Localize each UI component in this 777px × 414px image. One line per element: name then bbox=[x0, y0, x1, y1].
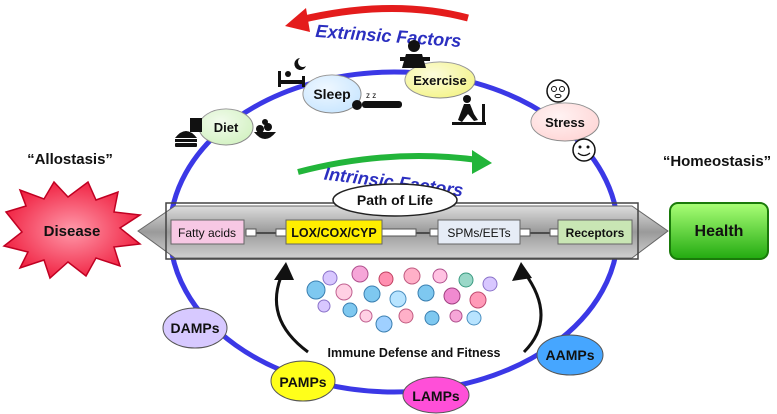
lamps-oval bbox=[402, 376, 470, 414]
extrinsic-title: Extrinsic Factors bbox=[315, 21, 462, 51]
lox-cox-cyp-box bbox=[285, 219, 383, 245]
stress-label: Stress bbox=[545, 115, 585, 130]
extrinsic-arrowhead bbox=[285, 8, 310, 32]
exercise-label: Exercise bbox=[413, 73, 467, 88]
pamps-oval bbox=[270, 360, 336, 402]
exercise-oval-shine bbox=[405, 62, 475, 98]
lamps-label: LAMPs bbox=[412, 388, 460, 404]
treadmill-runner-icon bbox=[452, 95, 486, 125]
damps-label: DAMPs bbox=[170, 320, 219, 336]
pamps-label: PAMPs bbox=[279, 374, 326, 390]
worried-face-icon bbox=[546, 79, 570, 103]
bed-moon-icon bbox=[278, 58, 306, 87]
sleeping-person-icon: z z bbox=[352, 91, 402, 110]
spms-eets-box bbox=[437, 219, 521, 245]
fatty-acids-box bbox=[170, 219, 245, 245]
smiley-face-icon bbox=[572, 138, 596, 162]
left-curved-arrow bbox=[274, 271, 309, 354]
allostasis-label: “Allostasis” bbox=[27, 151, 113, 168]
immune-cells-cluster bbox=[306, 265, 498, 333]
spms-eets-label: SPMs/EETs bbox=[447, 226, 510, 240]
right-curved-arrowhead bbox=[512, 262, 532, 281]
sleep-oval-shine bbox=[303, 75, 361, 113]
diet-oval-shine bbox=[199, 109, 253, 145]
weightlifter-icon bbox=[400, 40, 430, 68]
path-connector bbox=[275, 228, 287, 237]
stress-oval-shine bbox=[531, 103, 599, 141]
diet-label: Diet bbox=[214, 120, 239, 135]
extrinsic-arrow bbox=[299, 5, 469, 24]
burger-icon bbox=[175, 118, 202, 147]
fatty-acids-label: Fatty acids bbox=[178, 226, 236, 240]
health-box bbox=[669, 202, 769, 260]
path-connector bbox=[519, 228, 531, 237]
path-connector bbox=[379, 228, 417, 237]
aamps-oval bbox=[536, 334, 604, 376]
path-of-life-label: Path of Life bbox=[357, 192, 433, 208]
damps-oval bbox=[162, 307, 228, 349]
disease-label: Disease bbox=[44, 223, 101, 240]
intrinsic-arrow bbox=[297, 153, 479, 175]
left-curved-arrowhead bbox=[274, 262, 294, 280]
path-of-life-oval bbox=[332, 183, 458, 217]
health-label: Health bbox=[695, 223, 744, 240]
path-connector bbox=[245, 228, 257, 237]
disease-starburst bbox=[2, 180, 143, 280]
sleep-label: Sleep bbox=[313, 86, 350, 102]
receptors-label: Receptors bbox=[566, 226, 625, 240]
lox-cox-cyp-label: LOX/COX/CYP bbox=[291, 226, 376, 240]
svg-text:z z: z z bbox=[366, 91, 376, 100]
fruit-bowl-icon bbox=[254, 119, 276, 139]
intrinsic-arrowhead bbox=[472, 150, 492, 174]
aamps-label: AAMPs bbox=[545, 347, 594, 363]
homeostasis-label: “Homeostasis” bbox=[663, 153, 771, 170]
immune-caption: Immune Defense and Fitness bbox=[328, 346, 501, 360]
right-curved-arrow bbox=[522, 271, 543, 354]
receptors-box bbox=[557, 219, 633, 245]
